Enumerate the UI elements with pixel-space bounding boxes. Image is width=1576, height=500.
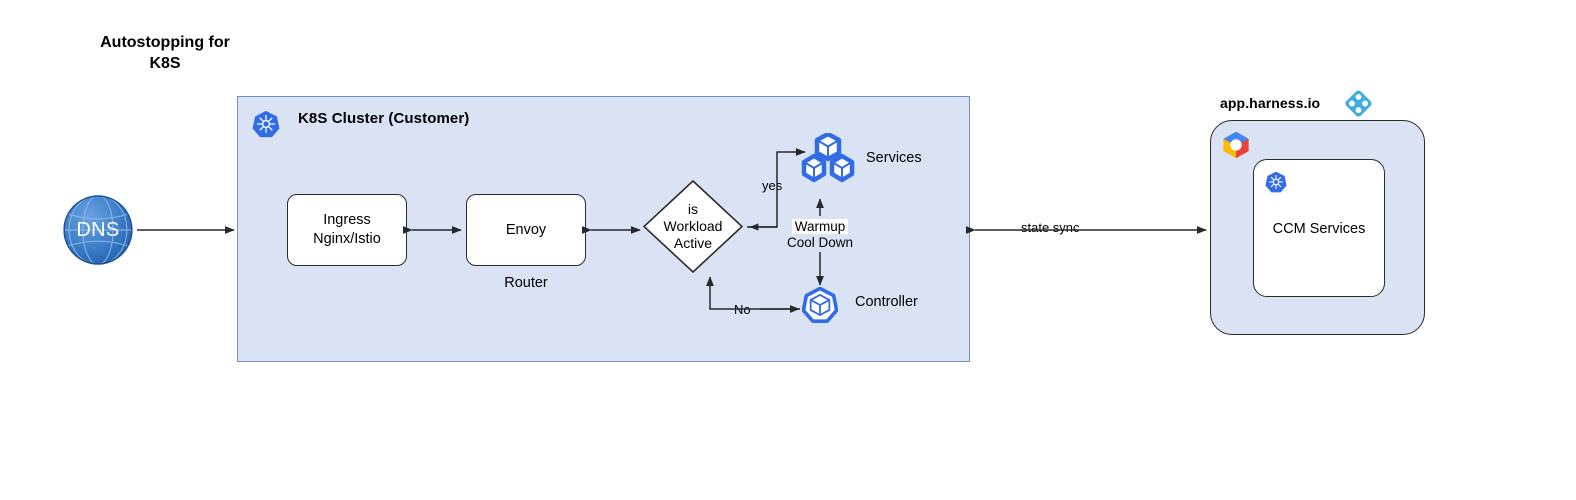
kubernetes-icon (1265, 171, 1287, 193)
diagram-title: Autostopping for K8S (100, 34, 230, 72)
ccm-services-label: CCM Services (1272, 221, 1366, 237)
kubernetes-pods-icon[interactable] (793, 131, 863, 197)
edge-label-state-sync: state sync (1019, 220, 1082, 235)
warmup-text: Warmup (791, 219, 849, 234)
services-label: Services (866, 150, 922, 166)
edge-label-warmup-cooldown: Warmup Cool Down (784, 219, 856, 251)
ingress-node[interactable]: Ingress Nginx/Istio (287, 194, 407, 266)
cluster-label: K8S Cluster (Customer) (298, 110, 470, 127)
controller-label: Controller (855, 294, 918, 310)
harness-url-label: app.harness.io (1220, 95, 1321, 111)
harness-logo-icon (1343, 88, 1374, 119)
kubernetes-pod-icon[interactable] (801, 286, 839, 323)
kubernetes-icon (252, 110, 280, 138)
decision-diamond[interactable] (642, 179, 744, 274)
envoy-node[interactable]: Envoy (466, 194, 586, 266)
dns-globe-icon (62, 194, 134, 266)
edge-label-yes: yes (762, 178, 783, 193)
edge-label-no: No (734, 302, 751, 317)
gcp-logo-icon (1221, 131, 1251, 159)
router-caption: Router (504, 275, 548, 291)
cooldown-text: Cool Down (786, 235, 854, 250)
